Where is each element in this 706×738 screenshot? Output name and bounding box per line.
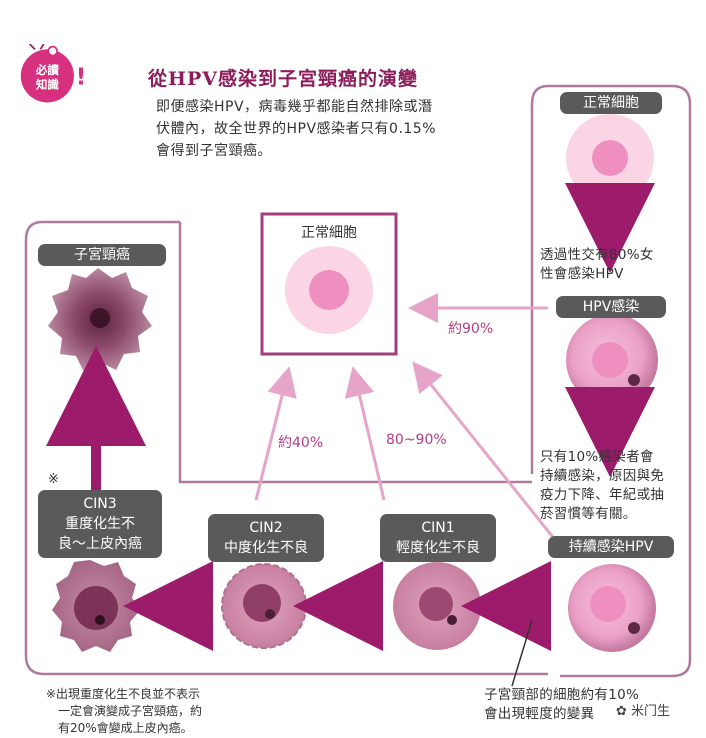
pct-90: 約90% (448, 321, 494, 337)
arrow-cin2-to-normal (254, 366, 297, 501)
footnote-line3: 有20%會變成上皮內癌。 (58, 721, 193, 735)
cin3-label-line1: CIN3 (83, 496, 117, 512)
bottom-note-line1: 子宮頸部的細胞約有10% (484, 687, 640, 703)
pct-80-90: 80~90% (386, 432, 447, 448)
watermark-icon: ✿ (616, 704, 627, 719)
transmission-line2: 性會感染HPV (540, 266, 624, 282)
cin3-dot (95, 615, 105, 625)
intro-line1: 即便感染HPV，病毒幾乎都能自然排除或潛 (156, 99, 433, 115)
persistence-text: 只有10%感染者會 持續感染，原因與免 疫力下降、年紀或抽 菸習慣等有關。 (540, 448, 690, 524)
cin3-label-line3: 良～上皮內癌 (58, 536, 142, 552)
cin2-dot (265, 609, 275, 619)
transmission-text: 透過性交有80%女 性會感染HPV (540, 246, 688, 284)
intro-line2: 伏體內，故全世界的HPV感染者只有0.15% (156, 121, 437, 137)
right-normal-label: 正常細胞 (560, 92, 662, 114)
cin1-label-line1: CIN1 (421, 520, 455, 536)
transmission-line1: 透過性交有80%女 (540, 247, 654, 263)
cin1-label: CIN1 輕度化生不良 (380, 514, 496, 562)
persistence-line4: 菸習慣等有關。 (540, 506, 637, 522)
cin1-nucleus (419, 587, 453, 621)
pct-40: 約40% (278, 435, 324, 451)
cancer-label: 子宮頸癌 (38, 244, 166, 266)
cin2-label-line2: 中度化生不良 (224, 540, 308, 556)
persistence-line2: 持續感染，原因與免 (540, 468, 665, 484)
cin1-label-line2: 輕度化生不良 (396, 540, 480, 556)
note-pointer-line (511, 619, 533, 687)
infected-nucleus (592, 342, 628, 378)
right-frame (548, 84, 692, 678)
persistent-label: 持續感染HPV (548, 536, 674, 558)
persistent-nucleus (590, 586, 626, 622)
center-normal-label: 正常細胞 (301, 225, 357, 241)
cancer-core (90, 308, 110, 328)
main-frame (24, 220, 548, 676)
cin3-label-line2: 重度化生不 (65, 516, 135, 532)
footnote: ※出現重度化生不良並不表示 一定會演變成子宮頸癌，約 有20%會變成上皮內癌。 (46, 686, 256, 737)
cin2-label: CIN2 中度化生不良 (208, 514, 324, 562)
right-frame-inner (530, 84, 549, 474)
cin3-nucleus (74, 586, 118, 630)
intro-text: 即便感染HPV，病毒幾乎都能自然排除或潛 伏體內，故全世界的HPV感染者只有0.… (156, 96, 496, 162)
inner-step-frame (178, 222, 532, 484)
intro-line3: 會得到子宮頸癌。 (156, 143, 272, 159)
cin3-star: ※ (48, 472, 59, 487)
footnote-line1: ※出現重度化生不良並不表示 (46, 687, 201, 701)
persistence-line3: 疫力下降、年紀或抽 (540, 487, 665, 503)
infected-virus-dot (628, 374, 640, 386)
cin3-label: CIN3 重度化生不 良～上皮內癌 (38, 490, 162, 558)
watermark: ✿ 米门生 (616, 700, 670, 719)
bottom-note-line2: 會出現輕度的變異 (484, 706, 595, 722)
footnote-line2: 一定會演變成子宮頸癌，約 (58, 704, 203, 718)
arrow-persist-to-normal (412, 361, 562, 547)
badge-line2: 知識 (35, 77, 59, 91)
bottom-note: 子宮頸部的細胞約有10% 會出現輕度的變異 (484, 686, 684, 724)
infection-label: HPV感染 (556, 296, 666, 318)
persistent-virus-dot (628, 622, 640, 634)
cin2-label-line1: CIN2 (249, 520, 283, 536)
badge-line1: 必讀 (35, 63, 59, 77)
cin1-dot (447, 615, 457, 625)
diagram-title: 從HPV感染到子宮頸癌的演變 (148, 68, 418, 90)
center-normal-nucleus (309, 270, 349, 310)
persistence-line1: 只有10%感染者會 (540, 449, 654, 465)
arrow-cin1-to-normal (344, 366, 386, 501)
badge-mark: ! (76, 65, 86, 91)
right-normal-nucleus (592, 140, 628, 176)
watermark-text: 米门生 (631, 704, 671, 719)
cin2-nucleus (243, 584, 281, 622)
must-read-badge: 必讀 知識 ! (20, 44, 86, 103)
